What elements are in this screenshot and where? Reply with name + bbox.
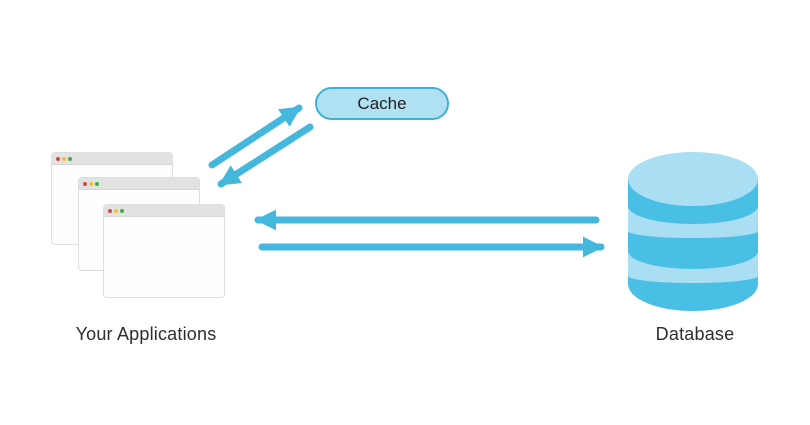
database-band-bottom: [628, 251, 758, 283]
window-titlebar: [104, 205, 224, 217]
window-titlebar: [79, 178, 199, 190]
window-maximize-dot-icon: [120, 208, 124, 213]
window-close-dot-icon: [83, 181, 87, 186]
window-minimize-dot-icon: [89, 181, 93, 186]
window-close-dot-icon: [56, 156, 60, 161]
cache-node: Cache: [315, 87, 449, 120]
window-maximize-dot-icon: [95, 181, 99, 186]
database-icon: [628, 152, 758, 311]
database-label: Database: [655, 324, 735, 344]
window-maximize-dot-icon: [68, 156, 72, 161]
window-close-dot-icon: [108, 208, 112, 213]
window-titlebar: [52, 153, 172, 165]
applications-label: Your Applications: [75, 324, 217, 344]
app-window-front: [103, 204, 225, 298]
database-top-cap: [628, 152, 758, 206]
database-band-top: [628, 206, 758, 238]
window-minimize-dot-icon: [62, 156, 66, 161]
window-minimize-dot-icon: [114, 208, 118, 213]
cache-label: Cache: [357, 93, 407, 113]
arrow-apps-to-cache: [208, 104, 303, 169]
arrow-cache-to-apps: [217, 123, 314, 188]
